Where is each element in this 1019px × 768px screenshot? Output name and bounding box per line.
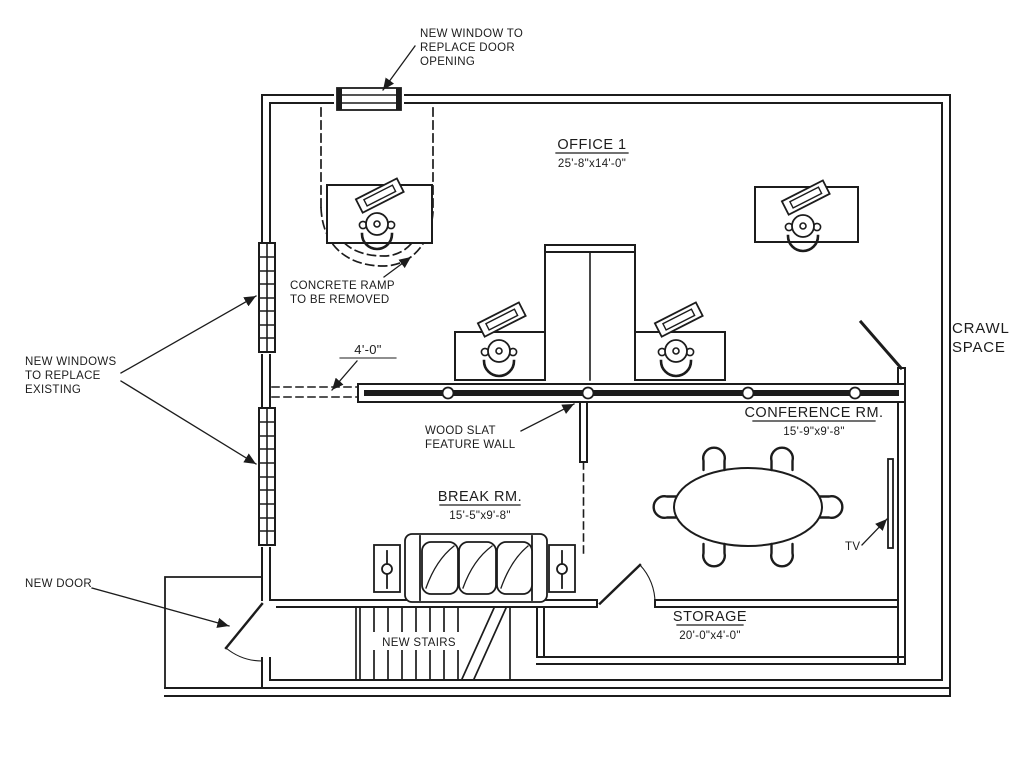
leader-lines [91, 45, 888, 628]
interior-walls [269, 367, 906, 665]
tv-screen [887, 458, 894, 549]
left-window-lower [256, 407, 276, 547]
new-windows-line3: EXISTING [25, 384, 81, 396]
new-door-label: NEW DOOR [25, 578, 92, 590]
conference-name: CONFERENCE RM. [744, 405, 883, 421]
conference-chair [770, 446, 794, 472]
wood-slat-line1: WOOD SLAT [425, 425, 496, 437]
conference-chair [702, 542, 726, 568]
conference-chair [770, 542, 794, 568]
crawl-line1: CRAWL [952, 320, 1010, 337]
conference-chair [702, 446, 726, 472]
wood-slat-annotation: WOOD SLAT FEATURE WALL [425, 425, 516, 451]
break-rm-name: BREAK RM. [438, 489, 522, 505]
new-stairs [355, 606, 511, 681]
office-workstations [326, 177, 859, 381]
new-windows-line2: TO REPLACE [25, 370, 101, 382]
office1-room-label: OFFICE 1 25'-8"x14'-0" [555, 137, 629, 170]
break-rm-dims: 15'-5"x9'-8" [449, 510, 511, 522]
concrete-ramp-line1: CONCRETE RAMP [290, 280, 395, 292]
storage-dims: 20'-0"x4'-0" [679, 630, 741, 642]
conference-chair [652, 495, 678, 519]
new-entry-door [224, 601, 276, 662]
conference-dims: 15'-9"x9'-8" [783, 426, 845, 438]
crawl-space-label: CRAWL SPACE [952, 320, 1010, 356]
crawl-line2: SPACE [952, 339, 1006, 356]
break-room-furniture [373, 533, 576, 603]
top-window [334, 86, 404, 112]
new-window-line2: REPLACE DOOR [420, 42, 515, 54]
new-stairs-label: NEW STAIRS [382, 637, 456, 649]
conference-chair [818, 495, 844, 519]
new-window-annotation: NEW WINDOW TO REPLACE DOOR OPENING [420, 28, 523, 68]
new-window-line1: NEW WINDOW TO [420, 28, 523, 40]
entry-landing [164, 576, 263, 689]
break-room-label: BREAK RM. 15'-5"x9'-8" [438, 489, 522, 522]
conference-furniture [652, 446, 894, 568]
new-windows-annotation: NEW WINDOWS TO REPLACE EXISTING [25, 356, 116, 396]
crawl-space-door [858, 319, 904, 371]
storage-room-label: STORAGE 20'-0"x4'-0" [673, 609, 747, 642]
wood-slat-line2: FEATURE WALL [425, 439, 516, 451]
storage-door [598, 563, 656, 606]
conference-room-label: CONFERENCE RM. 15'-9"x9'-8" [744, 405, 883, 438]
storage-name: STORAGE [673, 609, 747, 625]
wood-slat-feature-wall [271, 383, 906, 403]
left-window-upper [256, 242, 276, 354]
new-windows-line1: NEW WINDOWS [25, 356, 116, 368]
new-window-line3: OPENING [420, 56, 475, 68]
office1-dims: 25'-8"x14'-0" [558, 158, 626, 170]
concrete-ramp-annotation: CONCRETE RAMP TO BE REMOVED [290, 280, 395, 306]
tv-label: TV [845, 541, 860, 553]
office1-name: OFFICE 1 [557, 137, 626, 153]
opening-dimension: 4'-0" [354, 342, 381, 357]
conference-table [673, 467, 823, 547]
concrete-ramp-line2: TO BE REMOVED [290, 294, 390, 306]
